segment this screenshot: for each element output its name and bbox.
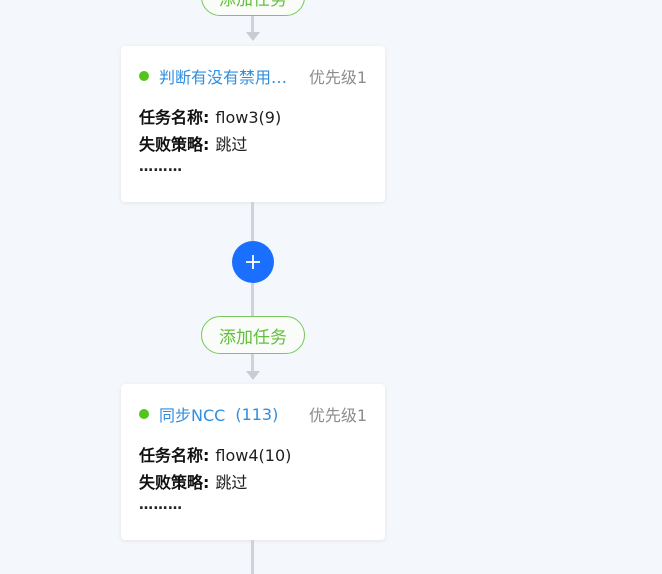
connector-line-mid-2 bbox=[251, 283, 254, 317]
fail-strategy-row: 失败策略: 跳过 bbox=[139, 131, 281, 158]
add-node-button[interactable] bbox=[232, 241, 274, 283]
fail-strategy-row: 失败策略: 跳过 bbox=[139, 469, 291, 496]
connector-line-mid-1 bbox=[251, 202, 254, 242]
fail-strategy-key: 失败策略: bbox=[139, 135, 210, 154]
task-name-value: flow4(10) bbox=[215, 446, 292, 465]
add-task-button[interactable]: 添加任务 bbox=[201, 316, 305, 354]
connector-line-bottom bbox=[251, 540, 254, 574]
arrow-down-icon bbox=[246, 371, 260, 380]
priority-label: 优先级1 bbox=[308, 68, 367, 87]
task-name-value: flow3(9) bbox=[215, 108, 282, 127]
connector-line-mid-3 bbox=[251, 354, 254, 371]
connector-line-top bbox=[251, 0, 254, 33]
task-name-key: 任务名称: bbox=[139, 446, 210, 465]
status-dot bbox=[139, 409, 149, 419]
plus-icon bbox=[246, 255, 260, 269]
task-id: (113) bbox=[235, 404, 279, 424]
arrow-down-icon bbox=[246, 32, 260, 41]
priority-label: 优先级1 bbox=[308, 406, 367, 425]
task-card-flow4[interactable]: 同步NCC (113) 优先级1 任务名称: flow4(10) 失败策略: 跳过 … bbox=[121, 384, 385, 540]
task-name-row: 任务名称: flow4(10) bbox=[139, 442, 291, 469]
card-body: 任务名称: flow4(10) 失败策略: 跳过 ……… bbox=[139, 442, 291, 518]
fail-strategy-value: 跳过 bbox=[215, 473, 248, 492]
task-card-flow3[interactable]: 判断有没有禁用… 优先级1 任务名称: flow3(9) 失败策略: 跳过 ……… bbox=[121, 46, 385, 202]
task-name-row: 任务名称: flow3(9) bbox=[139, 104, 281, 131]
task-title[interactable]: 同步NCC bbox=[159, 406, 226, 425]
add-task-label: 添加任务 bbox=[219, 327, 287, 348]
more-ellipsis: ……… bbox=[139, 159, 183, 175]
card-body: 任务名称: flow3(9) 失败策略: 跳过 ……… bbox=[139, 104, 281, 180]
fail-strategy-key: 失败策略: bbox=[139, 473, 210, 492]
task-title[interactable]: 判断有没有禁用… bbox=[159, 68, 288, 87]
card-header: 同步NCC (113) 优先级1 bbox=[139, 402, 367, 426]
card-header: 判断有没有禁用… 优先级1 bbox=[139, 64, 367, 88]
status-dot bbox=[139, 71, 149, 81]
fail-strategy-value: 跳过 bbox=[215, 135, 248, 154]
add-task-label: 添加任务 bbox=[219, 0, 287, 10]
task-name-key: 任务名称: bbox=[139, 108, 210, 127]
more-ellipsis: ……… bbox=[139, 497, 183, 513]
add-task-button-top[interactable]: 添加任务 bbox=[201, 0, 305, 16]
